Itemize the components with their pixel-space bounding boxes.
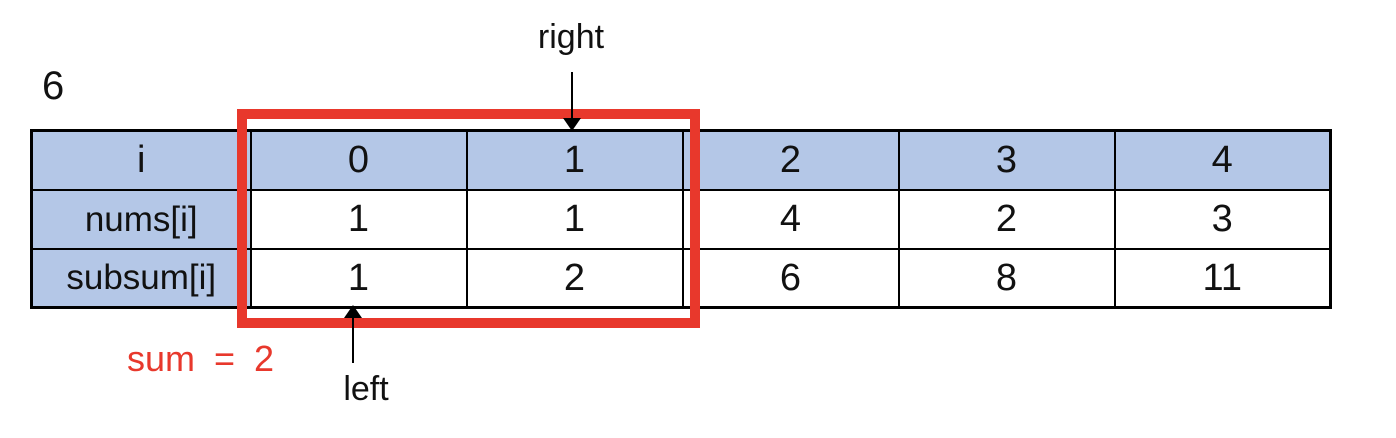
index-cell-0: 0 [249, 129, 468, 191]
subsum-value-cell: 11 [1113, 247, 1332, 309]
row-label-cell-i: i [30, 129, 252, 191]
sum-value-label: sum = 2 [127, 338, 275, 379]
right-pointer-label: right [537, 18, 605, 56]
subsum-value-cell: 1 [249, 247, 468, 309]
nums-value-cell: 1 [249, 188, 468, 250]
row-label-cell-nums: nums[i] [30, 188, 252, 250]
index-header-row: i 0 1 2 3 4 [30, 129, 1332, 191]
left-arrow-shaft [352, 318, 354, 363]
index-cell-2: 2 [681, 129, 900, 191]
nums-value-cell: 4 [681, 188, 900, 250]
nums-value-cell: 2 [897, 188, 1116, 250]
nums-row: nums[i] 1 1 4 2 3 [30, 188, 1332, 250]
subsum-value-cell: 6 [681, 247, 900, 309]
left-arrow-head-icon [344, 305, 362, 318]
subsum-value-cell: 8 [897, 247, 1116, 309]
nums-value-cell: 3 [1113, 188, 1332, 250]
subsum-value-cell: 2 [465, 247, 684, 309]
nums-value-cell: 1 [465, 188, 684, 250]
subsum-row: subsum[i] 1 2 6 8 11 [30, 247, 1332, 309]
index-cell-1: 1 [465, 129, 684, 191]
array-length-label: 6 [42, 64, 65, 108]
left-pointer-label: left [343, 370, 389, 408]
index-cell-3: 3 [897, 129, 1116, 191]
right-arrow-shaft [571, 72, 573, 118]
index-cell-4: 4 [1113, 129, 1332, 191]
right-arrow-head-icon [563, 118, 581, 131]
row-label-cell-subsum: subsum[i] [30, 247, 252, 309]
array-table: i 0 1 2 3 4 nums[i] 1 1 4 2 3 subsum[i] … [30, 129, 1332, 309]
